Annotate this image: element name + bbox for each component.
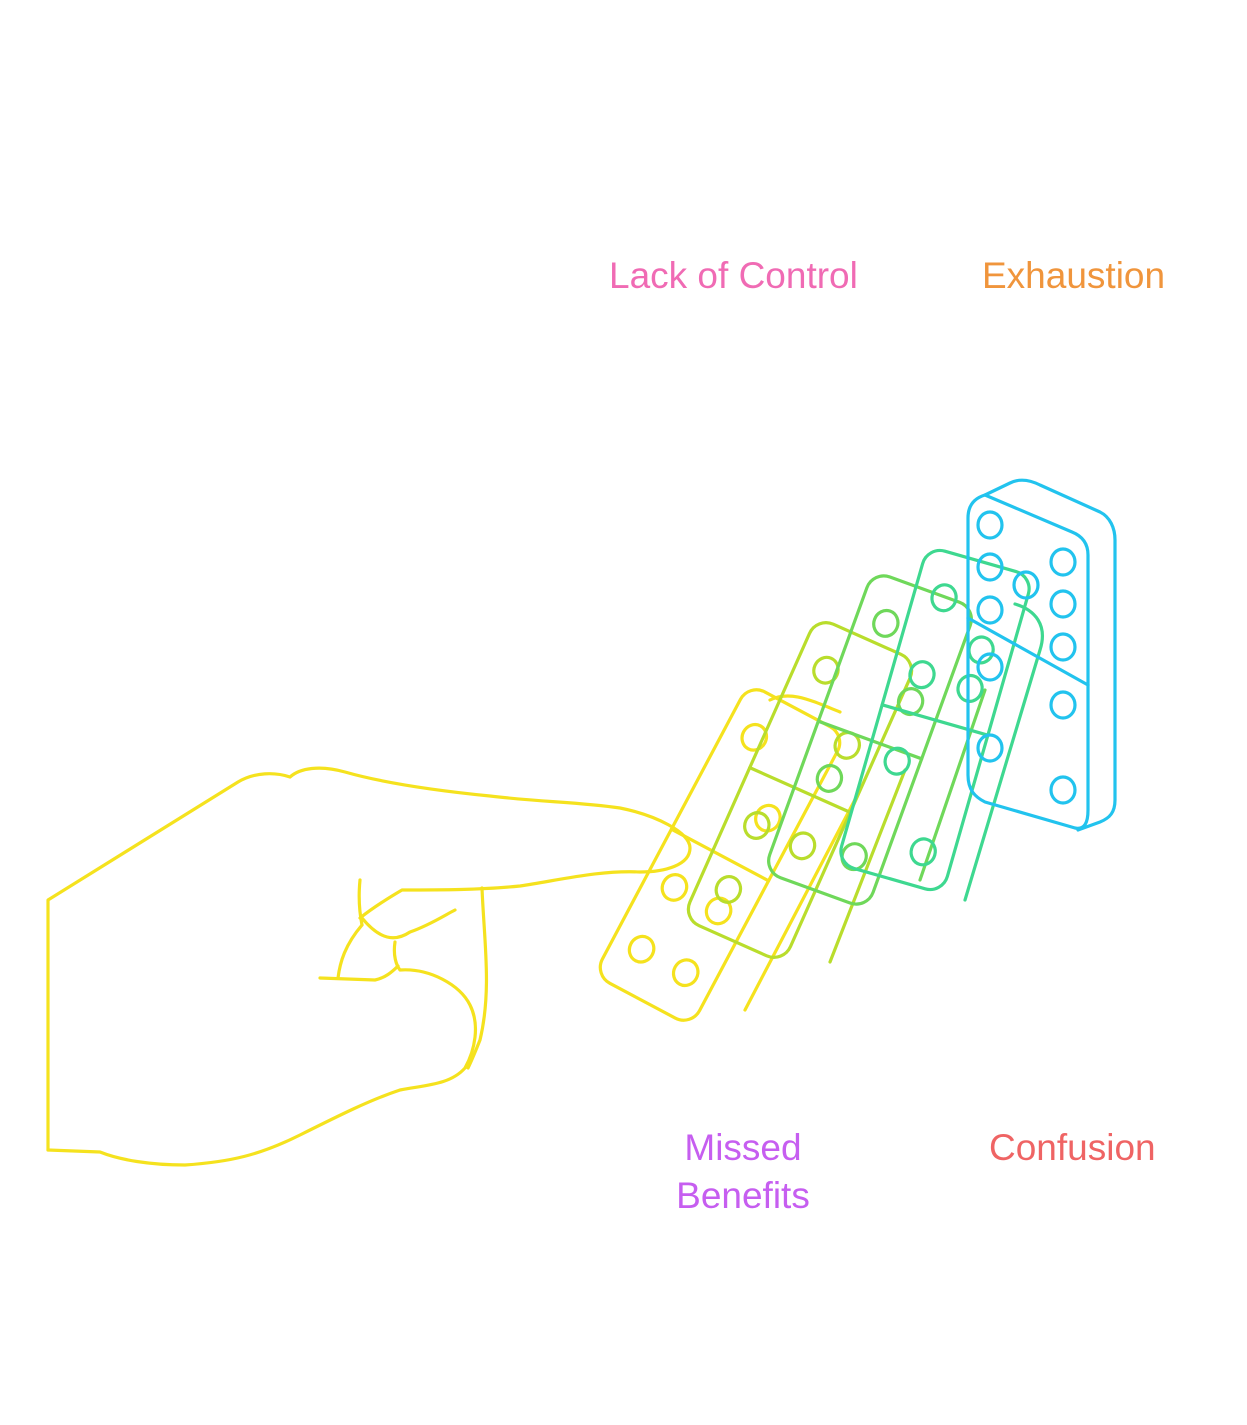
label-confusion: Confusion (989, 1127, 1156, 1168)
label-missed-benefits: Missed Benefits (643, 1124, 843, 1220)
falling-domino-icon (598, 688, 862, 1022)
hand-pushing-icon (46, 766, 692, 1167)
label-missed-benefits-line1: Missed (684, 1127, 802, 1168)
falling-domino-icon (686, 621, 914, 964)
label-exhaustion: Exhaustion (982, 255, 1166, 296)
standing-domino-icon (966, 478, 1117, 832)
label-missed-benefits-line2: Benefits (676, 1175, 810, 1216)
label-lack-of-control: Lack of Control (609, 255, 858, 296)
falling-domino-icon (839, 548, 1044, 902)
